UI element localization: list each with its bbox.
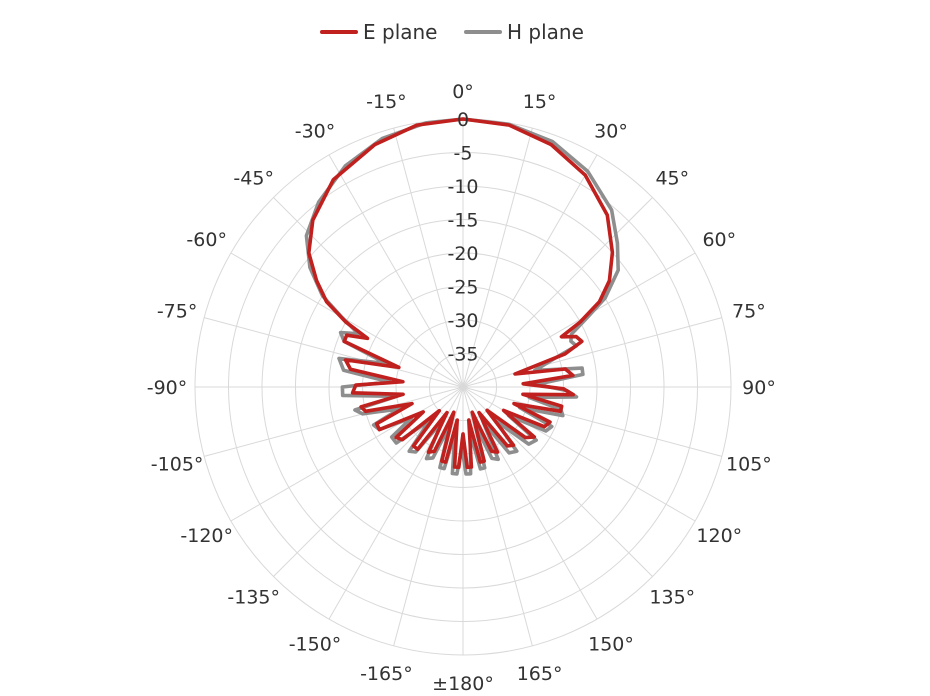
angular-tick-label: -45° bbox=[233, 168, 274, 190]
radial-tick-label: -35 bbox=[447, 344, 478, 366]
grid-spoke bbox=[462, 386, 696, 522]
angular-tick-label: -15° bbox=[366, 91, 407, 113]
polar-grid bbox=[194, 118, 732, 656]
angular-tick-label: -150° bbox=[289, 633, 342, 655]
grid-spoke bbox=[462, 317, 722, 388]
angular-tick-label: ±180° bbox=[432, 673, 494, 695]
grid-spoke bbox=[462, 252, 696, 388]
grid-spoke bbox=[462, 386, 533, 646]
grid-spoke bbox=[328, 154, 464, 388]
series-layer bbox=[304, 117, 620, 476]
radial-tick-labels: 0 -5 -10 -15 -20 -25 -30 -35 bbox=[447, 109, 478, 366]
legend: E plane H plane bbox=[320, 20, 584, 44]
angular-tick-label: 90° bbox=[742, 377, 776, 399]
angular-tick-label: 120° bbox=[696, 525, 742, 547]
angular-tick-label: 0° bbox=[452, 81, 474, 103]
grid-spoke bbox=[230, 386, 464, 522]
legend-label: H plane bbox=[507, 20, 584, 44]
grid-spoke bbox=[204, 317, 464, 388]
series-line-e-plane bbox=[307, 117, 615, 470]
radial-tick-label: -15 bbox=[447, 210, 478, 232]
legend-label: E plane bbox=[363, 20, 437, 44]
grid-spoke bbox=[393, 128, 464, 388]
angular-tick-label: -30° bbox=[295, 121, 336, 143]
angular-tick-label: 60° bbox=[702, 229, 736, 251]
grid-spoke bbox=[462, 197, 653, 388]
angular-tick-label: -75° bbox=[157, 300, 198, 322]
radial-tick-label: -10 bbox=[447, 176, 478, 198]
grid-spoke bbox=[462, 128, 533, 388]
angular-tick-label: -105° bbox=[151, 454, 204, 476]
angular-tick-label: -120° bbox=[180, 525, 233, 547]
angular-tick-labels: 0° 15° 30° 45° 60° 75° 90° 105° 120° 135° 150° 165°… bbox=[147, 81, 776, 695]
angular-tick-label: 30° bbox=[594, 121, 628, 143]
radial-tick-label: -20 bbox=[447, 243, 478, 265]
grid-spoke bbox=[204, 386, 464, 457]
angular-tick-label: 150° bbox=[588, 633, 634, 655]
radial-tick-label: 0 bbox=[457, 109, 469, 131]
angular-tick-label: 45° bbox=[655, 168, 689, 190]
angular-tick-label: 165° bbox=[517, 663, 563, 685]
angular-tick-label: -165° bbox=[360, 663, 413, 685]
radial-tick-label: -5 bbox=[454, 143, 473, 165]
radial-tick-label: -30 bbox=[447, 310, 478, 332]
angular-tick-label: 15° bbox=[523, 91, 557, 113]
angular-tick-label: -60° bbox=[186, 229, 227, 251]
angular-tick-label: 135° bbox=[649, 586, 695, 608]
grid-spoke bbox=[462, 154, 598, 388]
grid-spoke bbox=[393, 386, 464, 646]
angular-tick-label: -90° bbox=[147, 377, 188, 399]
grid-spoke bbox=[273, 197, 464, 388]
angular-tick-label: 105° bbox=[726, 454, 772, 476]
angular-tick-label: 75° bbox=[732, 300, 766, 322]
angular-tick-label: -135° bbox=[227, 586, 280, 608]
radial-tick-label: -25 bbox=[447, 277, 478, 299]
grid-spoke bbox=[462, 386, 722, 457]
